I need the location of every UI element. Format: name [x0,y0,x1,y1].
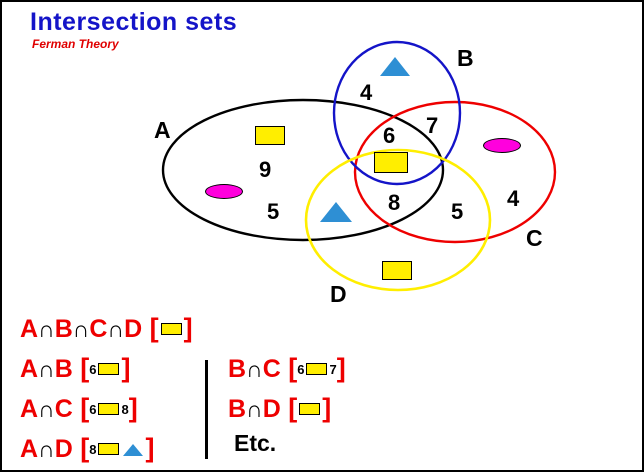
yellow-rect-icon [98,403,120,415]
region-count-cd: 5 [451,199,464,224]
region-count-acd: 8 [388,190,401,215]
formula-b-c-num-7: 7 [329,362,337,377]
formula-b-d: B∩D [] [228,395,331,422]
set-letter-b: B [54,315,73,343]
page-title: Intersection sets [30,8,238,36]
bracket-open: [ [280,353,298,383]
bracket-close: ] [145,433,155,463]
set-letter-c: C [54,395,73,423]
blue-triangle-icon-b-only [380,57,410,76]
set-c-ellipse [353,100,557,244]
set-letter-d: D [124,315,143,343]
region-count-bc: 7 [426,113,439,138]
yellow-rect-icon [160,323,182,335]
venn-outlines [161,40,557,292]
formula-a-b-c-d-label: A∩B∩C∩D [20,315,142,343]
formula-a-b-label: A∩B [20,355,73,383]
formula-a-d: A∩D [8] [20,435,154,462]
set-d-ellipse [304,148,492,292]
formula-a-c-num-8: 8 [121,402,129,417]
set-letter-a: A [20,395,39,423]
region-count-abc: 6 [383,123,396,148]
formula-a-c-num-6: 6 [89,402,97,417]
set-letter-a: A [20,355,39,383]
formula-a-d-label: A∩D [20,435,73,463]
formula-a-b-num-6: 6 [89,362,97,377]
set-letter-a: A [20,435,39,463]
blue-triangle-icon [123,444,144,456]
set-letter-b: B [54,355,73,383]
formula-b-c-label: B∩C [228,355,281,383]
intersection-operator: ∩ [38,396,55,422]
page-subtitle: Ferman Theory [32,37,119,51]
formula-b-c: B∩C [6 7] [228,355,346,382]
set-label-b: B [457,45,474,71]
intersection-operator: ∩ [72,316,90,342]
column-divider [205,360,208,459]
region-count-c-only: 4 [507,186,520,211]
bracket-close: ] [121,353,131,383]
intersection-operator: ∩ [107,316,125,342]
etc-label: Etc. [234,430,277,456]
bracket-open: [ [280,393,298,423]
intersection-operator: ∩ [38,316,55,342]
yellow-rect-icon [299,403,321,415]
region-count-b-only: 4 [360,80,373,105]
set-letter-b: B [228,395,247,423]
bracket-close: ] [322,393,332,423]
set-b-circle [332,40,462,186]
region-count-a-lower: 5 [267,199,280,224]
bracket-close: ] [128,393,138,423]
yellow-rect-icon [98,443,120,455]
yellow-rect-icon [306,363,328,375]
yellow-rect-icon-a-only [255,126,285,145]
formula-a-c-label: A∩C [20,395,73,423]
bracket-open: [ [72,393,90,423]
intersection-operator: ∩ [38,356,55,382]
yellow-rect-icon-d-only [382,261,412,280]
set-label-c: C [526,225,543,251]
formula-a-b-c-d: A∩B∩C∩D [] [20,315,193,342]
venn-diagram: A B C D 4 9 5 6 7 8 5 4 [2,2,642,312]
magenta-ellipse-icon-c-only [483,138,521,153]
formula-a-b: A∩B [6] [20,355,130,382]
formula-a-c: A∩C [6 8] [20,395,138,422]
set-letter-b: B [228,355,247,383]
bracket-open: [ [142,313,159,343]
bracket-open: [ [72,433,90,463]
set-a-ellipse [161,98,445,242]
set-label-d: D [330,281,347,307]
set-letter-c: C [89,315,108,343]
set-letter-d: D [262,395,281,423]
magenta-ellipse-icon-a-only [205,184,243,199]
blue-triangle-icon-a-d [320,202,352,222]
intersection-operator: ∩ [246,356,263,382]
set-letter-d: D [54,435,73,463]
region-count-a-only: 9 [259,157,272,182]
set-letter-a: A [20,315,39,343]
bracket-close: ] [336,353,346,383]
formula-b-d-label: B∩D [228,395,281,423]
bracket-open: [ [72,353,90,383]
set-letter-c: C [262,355,281,383]
yellow-rect-icon-center [374,152,408,173]
formula-a-d-num-8: 8 [89,442,97,457]
bracket-close: ] [183,313,193,343]
intersection-operator: ∩ [246,396,263,422]
formula-b-c-num-6: 6 [297,362,305,377]
yellow-rect-icon [98,363,120,375]
set-label-a: A [154,117,171,143]
intersection-operator: ∩ [38,436,55,462]
